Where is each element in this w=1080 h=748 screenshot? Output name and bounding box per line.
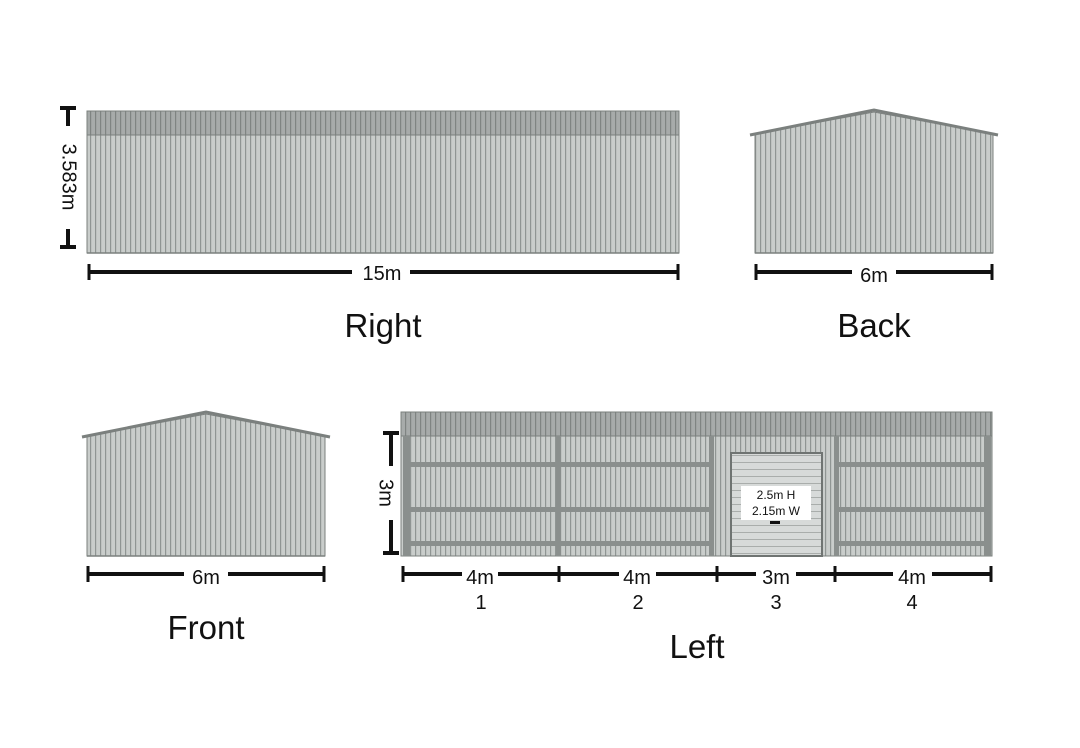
right-width-label: 15m [363,263,402,285]
left-bay-frame [403,436,991,556]
right-width-dimension [87,264,680,280]
back-view-title: Back [837,307,911,344]
left-bays-dimension [401,566,993,582]
left-height-label: 3m [375,479,397,507]
bay-width-label: 4m [623,567,651,589]
front-width-dimension [86,566,326,582]
bay-number: 3 [770,592,781,614]
door-width-label: 2.15m W [752,504,801,518]
left-bay-3: 3m 3 [762,567,790,614]
bay-number: 4 [906,592,917,614]
left-bay-1: 4m 1 [466,567,494,614]
bay-width-label: 3m [762,567,790,589]
front-view-title: Front [167,609,244,646]
door-label-box [741,486,811,520]
bay-number: 2 [632,592,643,614]
right-height-label: 3.583m [58,144,80,211]
left-wall [400,435,993,557]
front-elevation: 6m Front [81,410,331,646]
front-wall [86,413,326,557]
left-height-dimension [383,431,399,555]
bay-width-label: 4m [898,567,926,589]
back-roof-trim [749,108,999,137]
door-height-label: 2.5m H [757,488,796,502]
back-wall [754,111,994,254]
right-wall [86,134,680,254]
left-roof-band [400,411,993,437]
right-roof-band [86,110,680,136]
back-width-label: 6m [860,265,888,287]
front-width-label: 6m [192,567,220,589]
left-bay-2: 4m 2 [623,567,651,614]
left-bay-4: 4m 4 [898,567,926,614]
left-view-title: Left [669,628,724,665]
front-roof-trim [81,410,331,439]
back-width-dimension [754,264,994,280]
left-elevation: 2.5m H 2.15m W 3m 4m [375,411,993,665]
bay-width-label: 4m [466,567,494,589]
right-height-dimension [60,106,76,249]
right-elevation: 3.583m 15m Right [58,106,680,344]
back-elevation: 6m Back [749,108,999,344]
door-handle [770,521,780,524]
right-view-title: Right [344,307,421,344]
bay-number: 1 [475,592,486,614]
